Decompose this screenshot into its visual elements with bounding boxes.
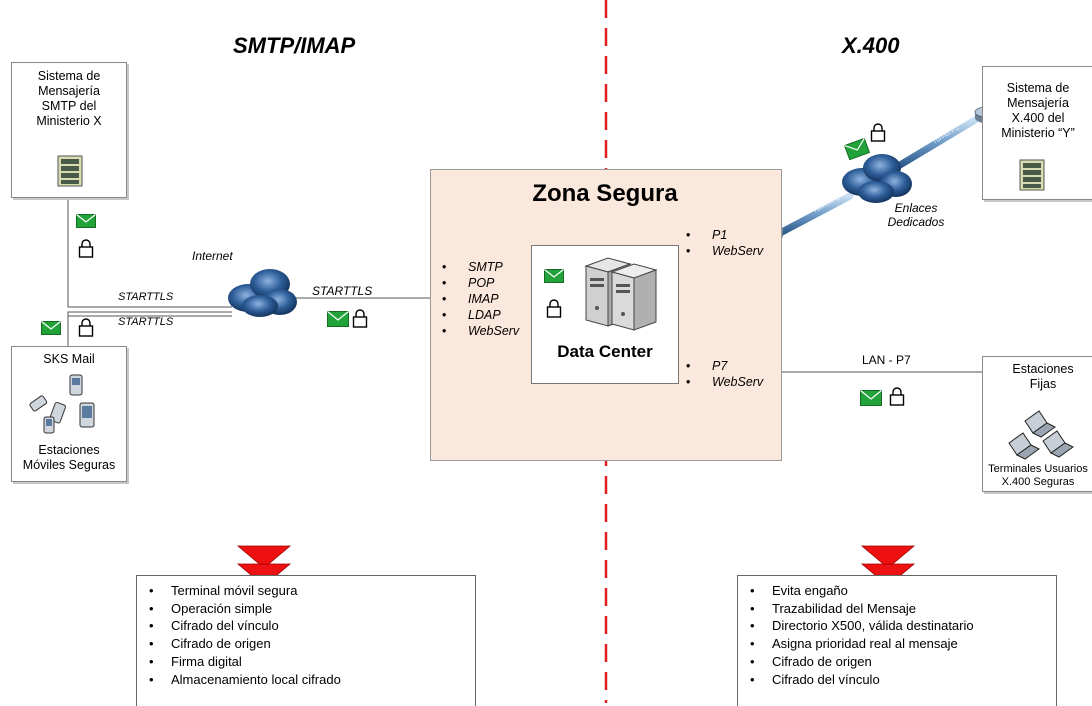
feature-item: Cifrado de origen bbox=[137, 635, 341, 653]
lock-icon bbox=[78, 318, 94, 337]
dedicated-link-cloud bbox=[842, 154, 912, 203]
lock-icon bbox=[889, 387, 905, 406]
ministry-y-box: Sistema de Mensajería X.400 del Minister… bbox=[982, 66, 1092, 200]
feature-item: Evita engaño bbox=[738, 582, 974, 600]
internet-cloud bbox=[228, 269, 297, 317]
feature-item: Cifrado del vínculo bbox=[137, 617, 341, 635]
p7-item: WebServ bbox=[686, 374, 763, 390]
starttls-label: STARTTLS bbox=[118, 291, 174, 303]
p1-item: P1 bbox=[686, 227, 763, 243]
server-cabinet-icon bbox=[57, 155, 83, 187]
left-features-box: Terminal móvil segura Operación simple C… bbox=[136, 575, 476, 706]
feature-item: Cifrado de origen bbox=[738, 653, 974, 671]
lan-p7-label: LAN - P7 bbox=[862, 353, 911, 367]
server-cabinet-icon bbox=[1019, 159, 1045, 191]
p7-list: P7 WebServ bbox=[686, 358, 763, 390]
smtp-imap-heading: SMTP/IMAP bbox=[233, 33, 356, 58]
server-icon bbox=[584, 257, 658, 331]
fixed-caption-line: X.400 Seguras bbox=[1001, 476, 1075, 488]
envelope-icon bbox=[843, 137, 871, 161]
protocol-item: IMAP bbox=[442, 291, 519, 307]
envelope-icon bbox=[327, 311, 349, 327]
protocol-item: WebServ bbox=[442, 323, 519, 339]
protocol-item: SMTP bbox=[442, 259, 519, 275]
ministry-x-line: Mensajería bbox=[38, 84, 100, 98]
dedicated-links-line: Enlaces bbox=[894, 201, 938, 215]
ministry-y-line: X.400 del bbox=[1011, 111, 1065, 125]
secure-zone-title: Zona Segura bbox=[532, 180, 678, 207]
protocol-list: SMTP POP IMAP LDAP WebServ bbox=[442, 259, 519, 339]
sks-mail-box: SKS Mail Estaciones Móviles Seguras bbox=[11, 346, 127, 482]
right-features-box: Evita engaño Trazabilidad del Mensaje Di… bbox=[737, 575, 1057, 706]
lock-icon bbox=[78, 239, 94, 258]
dedicated-links-label: Enlaces Dedicados bbox=[876, 201, 956, 229]
starttls-label: STARTTLS bbox=[312, 284, 373, 298]
fixed-caption-line: Terminales Usuarios bbox=[988, 463, 1088, 475]
ministry-y-line: Mensajería bbox=[1007, 96, 1069, 110]
feature-item: Asigna prioridad real al mensaje bbox=[738, 635, 974, 653]
mobile-devices-icon bbox=[29, 374, 95, 434]
ministry-y-line: Sistema de bbox=[1006, 81, 1070, 95]
feature-item: Trazabilidad del Mensaje bbox=[738, 600, 974, 618]
p1-list: P1 WebServ bbox=[686, 227, 763, 259]
fixed-title-line: Fijas bbox=[1029, 377, 1057, 391]
fixed-stations-box: Estaciones Fijas Terminales Usuarios X.4… bbox=[982, 356, 1092, 492]
feature-item: Terminal móvil segura bbox=[137, 582, 341, 600]
envelope-icon bbox=[860, 390, 882, 406]
feature-item: Operación simple bbox=[137, 600, 341, 618]
envelope-icon bbox=[76, 214, 96, 228]
p7-item: P7 bbox=[686, 358, 763, 374]
feature-item: Cifrado del vínculo bbox=[738, 671, 974, 689]
data-center-box: Data Center bbox=[531, 245, 679, 384]
right-features-list: Evita engaño Trazabilidad del Mensaje Di… bbox=[738, 582, 974, 688]
left-features-list: Terminal móvil segura Operación simple C… bbox=[137, 582, 341, 688]
ministry-y-line: Ministerio “Y” bbox=[1001, 126, 1075, 140]
dedicated-links-line: Dedicados bbox=[887, 215, 945, 229]
ministry-x-line: SMTP del bbox=[41, 99, 97, 113]
feature-item: Directorio X500, válida destinatario bbox=[738, 617, 974, 635]
feature-item: Firma digital bbox=[137, 653, 341, 671]
starttls-label: STARTTLS bbox=[118, 316, 174, 328]
laptop-icon bbox=[1008, 410, 1074, 460]
lock-icon bbox=[870, 123, 886, 142]
ministry-x-line: Ministerio X bbox=[36, 114, 102, 128]
sks-subtitle-line: Estaciones bbox=[38, 443, 100, 457]
envelope-icon bbox=[41, 321, 61, 335]
internet-label: Internet bbox=[192, 249, 233, 263]
ministry-x-box: Sistema de Mensajería SMTP del Ministeri… bbox=[11, 62, 127, 198]
envelope-icon bbox=[544, 269, 564, 283]
data-center-label: Data Center bbox=[557, 342, 653, 361]
protocol-item: LDAP bbox=[442, 307, 519, 323]
p1-item: WebServ bbox=[686, 243, 763, 259]
x400-heading: X.400 bbox=[842, 33, 900, 58]
lock-icon bbox=[352, 309, 368, 328]
ministry-x-line: Sistema de bbox=[37, 69, 101, 83]
feature-item: Almacenamiento local cifrado bbox=[137, 671, 341, 689]
sks-title: SKS Mail bbox=[43, 352, 95, 366]
protocol-item: POP bbox=[442, 275, 519, 291]
lock-icon bbox=[546, 299, 562, 318]
sks-subtitle-line: Móviles Seguras bbox=[22, 458, 116, 472]
fixed-title-line: Estaciones bbox=[1012, 362, 1074, 376]
